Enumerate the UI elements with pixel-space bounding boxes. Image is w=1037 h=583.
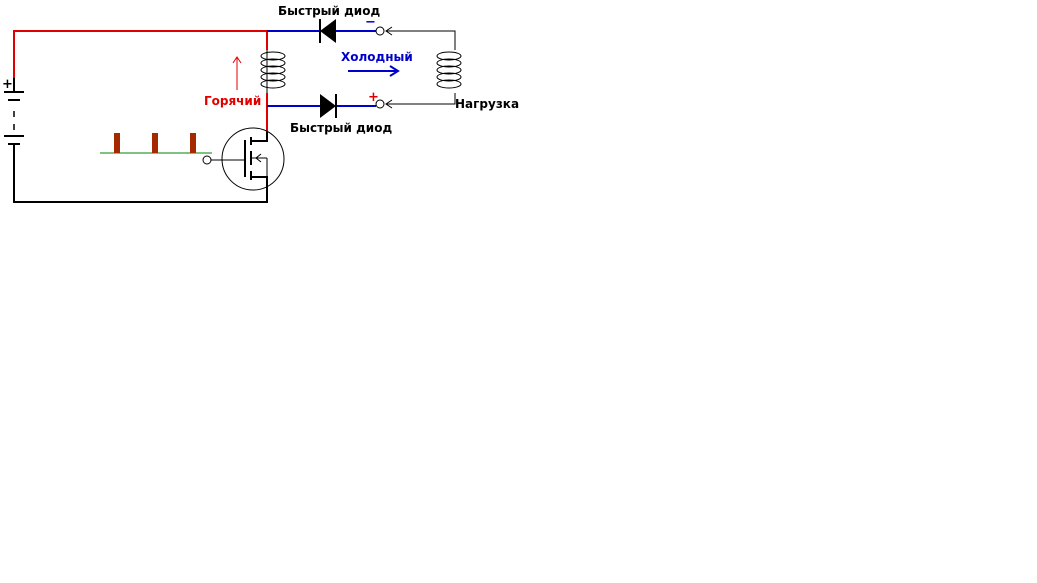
diode-top-icon: [319, 19, 336, 43]
pulse-3: [190, 133, 196, 153]
terminal-bottom: [375, 99, 385, 109]
load-label: Нагрузка: [455, 97, 519, 111]
terminal-top: [375, 26, 385, 36]
hot-arrow-icon: [232, 56, 242, 90]
pulse-1: [114, 133, 120, 153]
transformer-coil-icon: [260, 50, 286, 93]
hot-wire: [13, 30, 268, 132]
diode-top-label: Быстрый диод: [278, 4, 380, 18]
cold-arrow-icon: [348, 65, 400, 77]
mosfet-icon: [202, 127, 285, 191]
battery-icon: [4, 78, 24, 145]
terminal-plus-label: +: [368, 90, 379, 105]
ground-wire: [13, 145, 268, 203]
diode-bottom-label: Быстрый диод: [290, 121, 392, 135]
cold-label: Холодный: [341, 50, 413, 64]
pulse-2: [152, 133, 158, 153]
terminal-minus-label: −: [365, 15, 376, 30]
diode-bottom-icon: [320, 94, 337, 118]
gate-terminal: [202, 155, 212, 165]
load-wire: [385, 26, 456, 109]
cold-wire: [267, 30, 376, 107]
load-coil-icon: [436, 51, 462, 89]
battery-plus-label: +: [2, 77, 13, 92]
hot-label: Горячий: [204, 94, 261, 108]
pulse-signal: [100, 133, 212, 154]
